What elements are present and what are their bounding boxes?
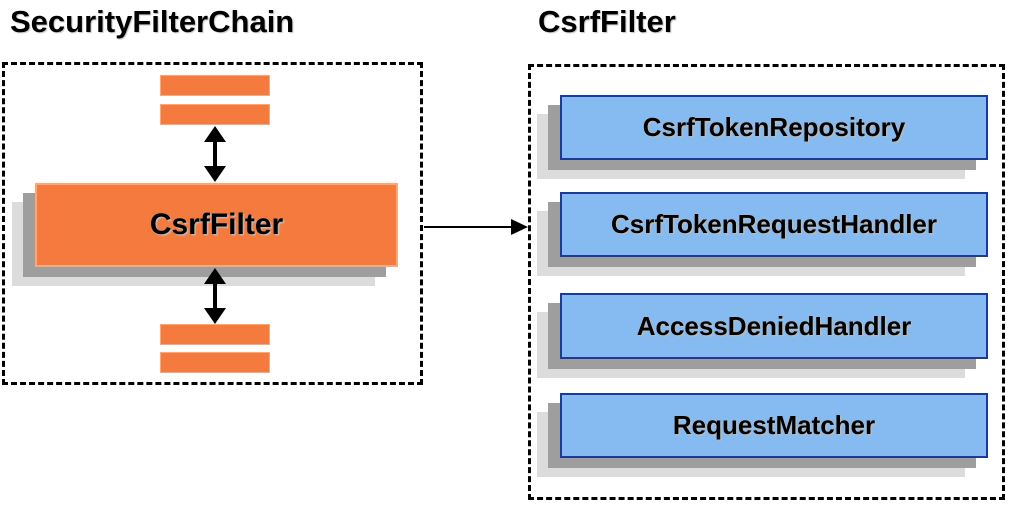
security-filter-chain-container: CsrfFilter xyxy=(2,62,423,385)
right-arrow-icon xyxy=(424,219,528,235)
component-label: AccessDeniedHandler xyxy=(560,293,988,359)
arrow-head-down xyxy=(204,308,226,324)
bidirectional-arrow-icon xyxy=(204,126,226,182)
bidirectional-arrow-icon xyxy=(204,268,226,324)
component-box-csrf-token-repository: CsrfTokenRepository xyxy=(537,95,988,179)
filter-placeholder-bar xyxy=(160,324,270,345)
arrow-shaft xyxy=(213,281,217,311)
csrf-filter-node-label: CsrfFilter xyxy=(35,183,398,267)
csrf-filter-container: CsrfTokenRepository CsrfTokenRequestHand… xyxy=(528,64,1005,500)
arrow-head-up xyxy=(204,126,226,142)
component-label: CsrfTokenRepository xyxy=(560,95,988,160)
filter-placeholder-bar xyxy=(160,352,270,373)
csrf-filter-node: CsrfFilter xyxy=(12,183,398,286)
filter-placeholder-bar xyxy=(160,104,270,125)
arrow-head-up xyxy=(204,268,226,284)
csrf-filter-title: CsrfFilter xyxy=(538,4,676,39)
security-filter-chain-title: SecurityFilterChain xyxy=(10,4,295,39)
arrow-head-down xyxy=(204,166,226,182)
arrow-shaft xyxy=(213,139,217,169)
filter-placeholder-bar xyxy=(160,75,270,96)
component-box-csrf-token-request-handler: CsrfTokenRequestHandler xyxy=(537,192,988,276)
arrow-head-right xyxy=(511,219,528,235)
component-label: CsrfTokenRequestHandler xyxy=(560,192,988,257)
component-box-request-matcher: RequestMatcher xyxy=(537,393,988,477)
component-box-access-denied-handler: AccessDeniedHandler xyxy=(537,293,988,378)
component-label: RequestMatcher xyxy=(560,393,988,458)
arrow-shaft xyxy=(424,226,514,228)
